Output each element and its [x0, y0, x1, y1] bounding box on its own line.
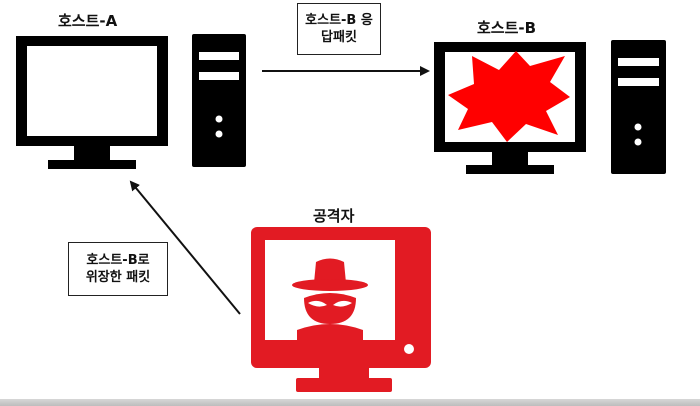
response-packet-box: 호스트-B 응 답패킷	[297, 3, 381, 55]
attacker-monitor-icon	[251, 227, 431, 392]
spoofed-box-line2: 위장한 패킷	[85, 270, 151, 285]
response-box-line1: 호스트-B 응	[305, 13, 373, 28]
response-box-line2: 답패킷	[321, 30, 357, 45]
host-b-label: 호스트-B	[477, 19, 537, 37]
explosion-icon	[448, 51, 570, 142]
spoofed-packet-box: 호스트-B로 위장한 패킷	[68, 242, 168, 296]
spoofed-box-line1: 호스트-B로	[86, 253, 150, 268]
host-a-monitor-icon	[16, 36, 168, 169]
host-b-monitor-icon	[434, 42, 586, 174]
spoofed-arrow-icon	[129, 180, 241, 315]
attacker-label: 공격자	[313, 207, 355, 225]
hacker-icon	[292, 258, 368, 340]
host-b-tower-icon	[611, 40, 666, 174]
bottom-bar	[0, 399, 700, 406]
host-a-tower-icon	[192, 34, 246, 167]
host-a-label: 호스트-A	[58, 12, 118, 30]
